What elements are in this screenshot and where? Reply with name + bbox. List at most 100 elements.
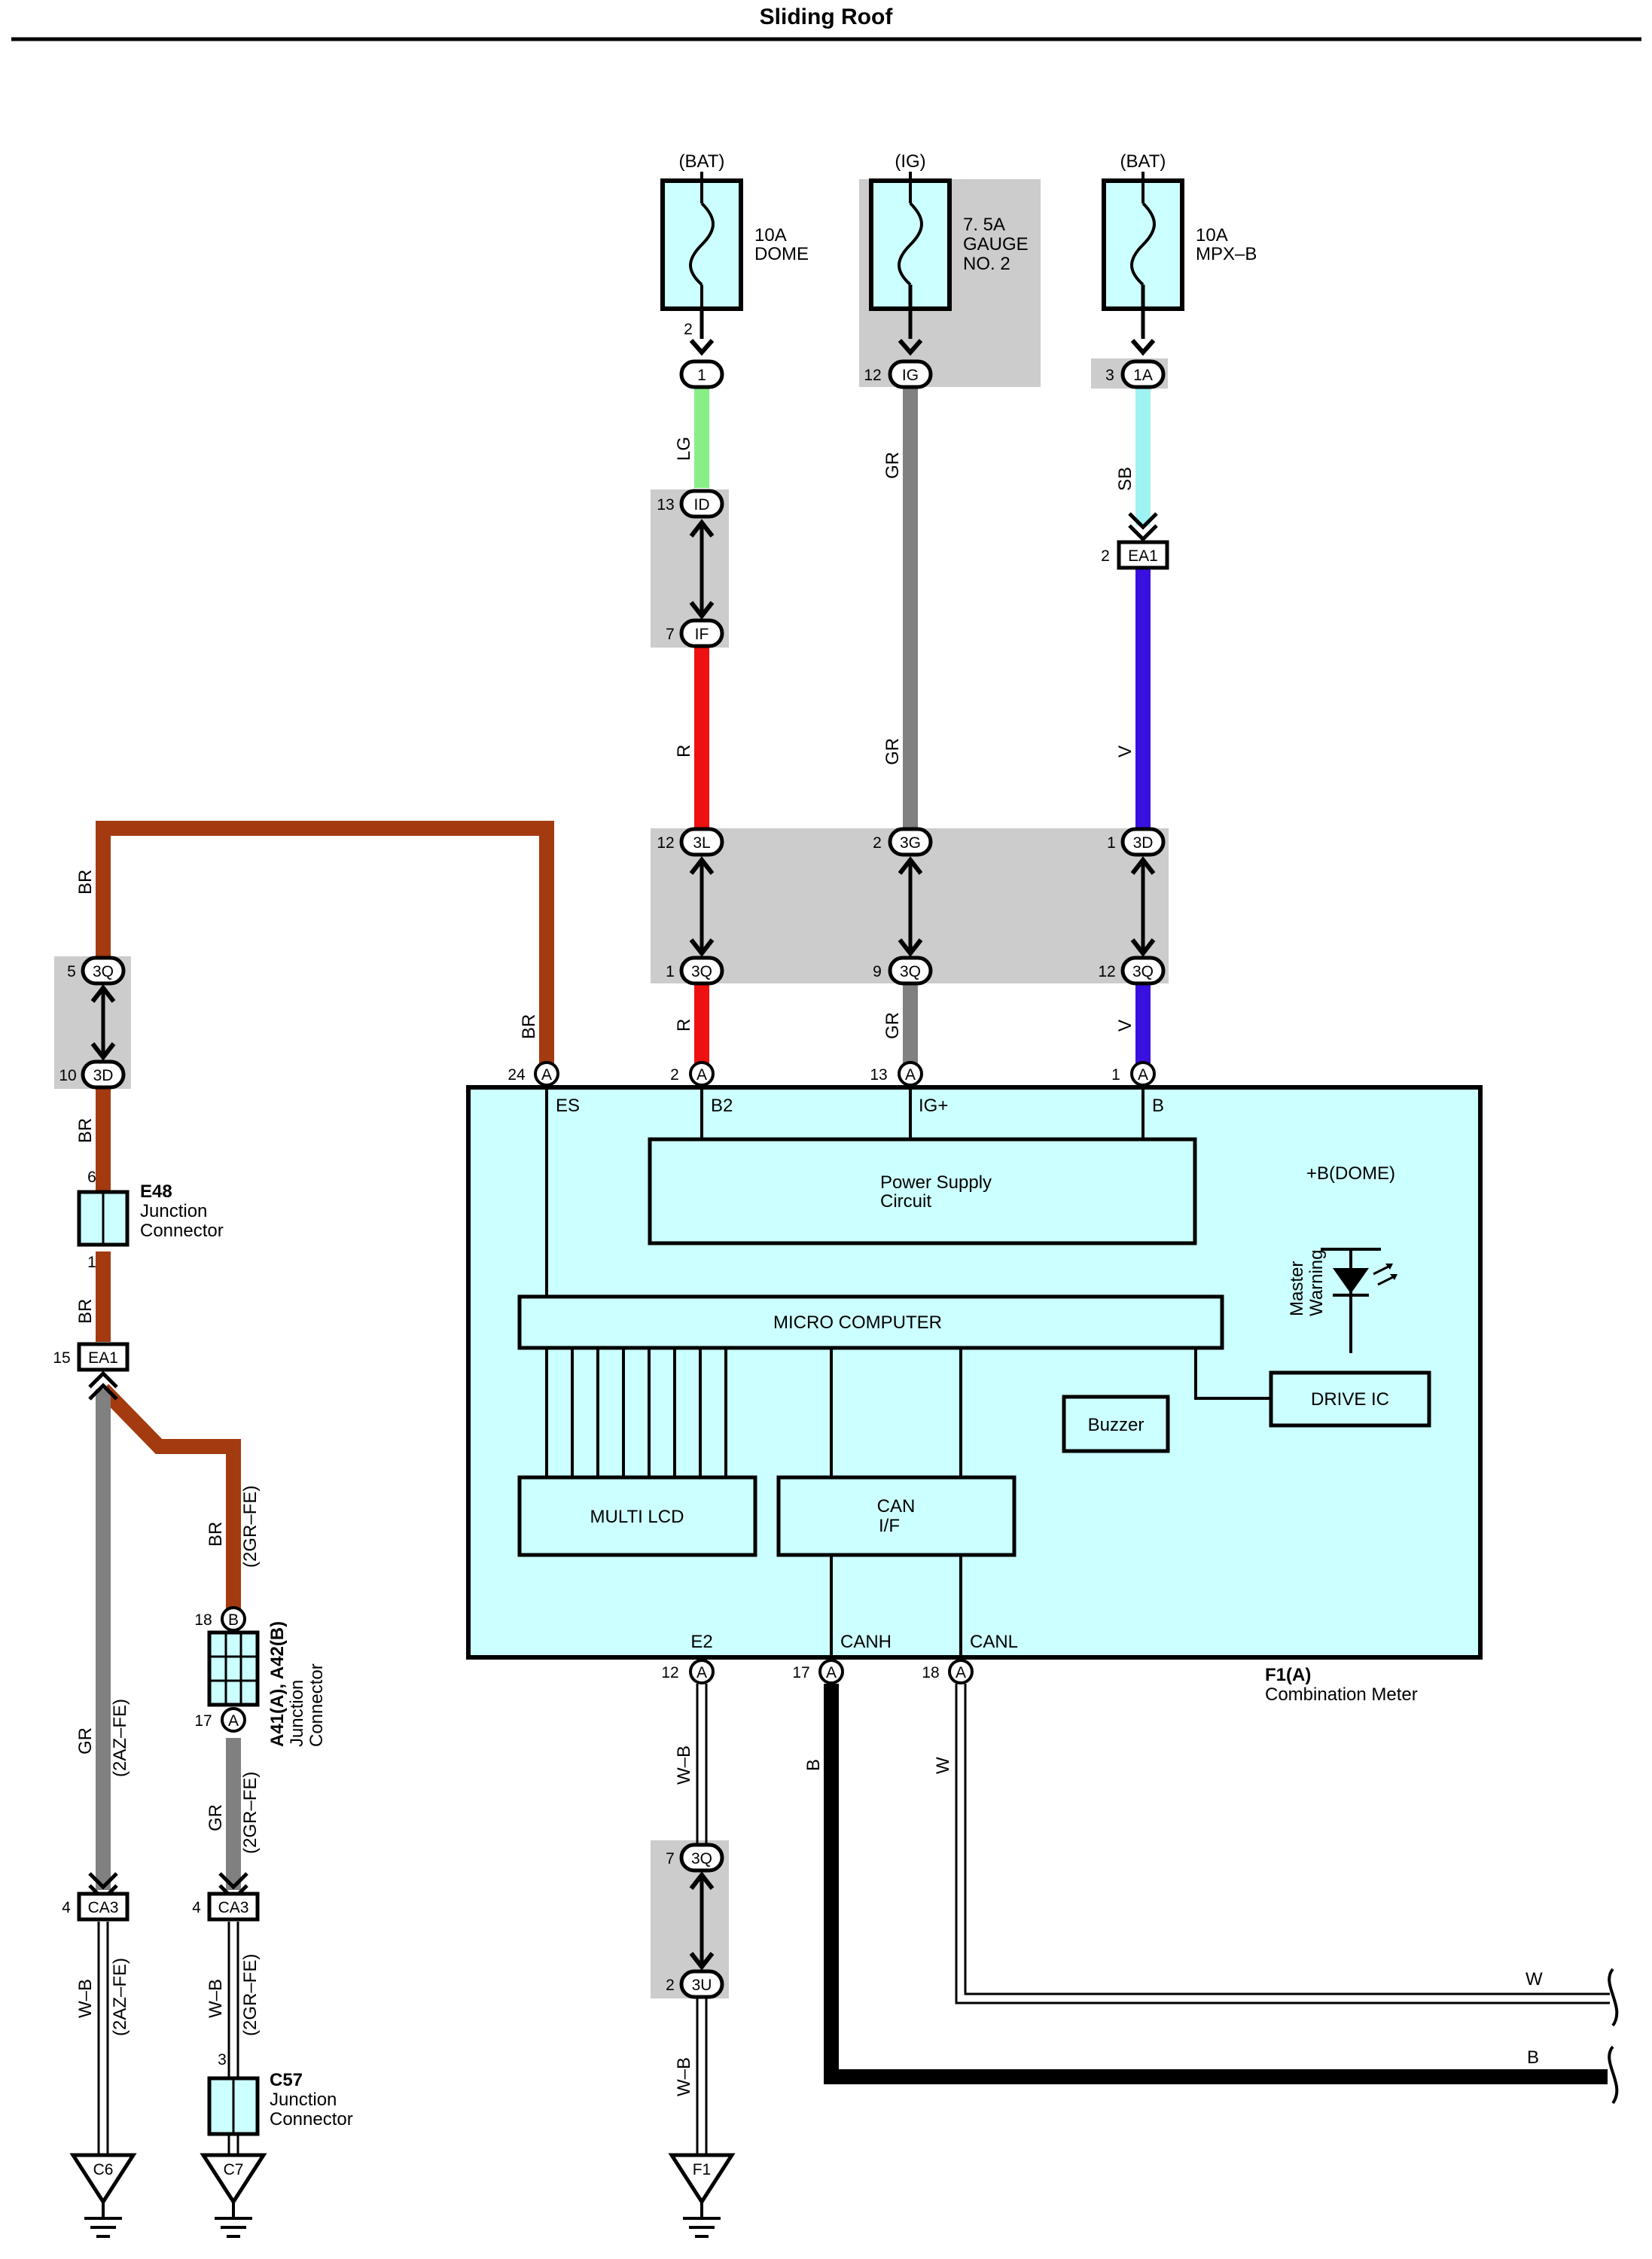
svg-text:CA3: CA3 [88,1899,119,1916]
svg-text:GR: GR [206,1804,226,1831]
svg-text:A: A [696,1664,707,1681]
svg-text:9: 9 [873,963,882,980]
fuse-dome-rating: 10A [754,225,787,245]
svg-text:Circuit: Circuit [880,1191,931,1212]
svg-text:2: 2 [873,834,882,852]
conn-3q-gr: 3Q 9 [873,956,933,986]
svg-text:6: 6 [87,1169,96,1186]
svg-text:B: B [228,1611,239,1629]
svg-text:(2AZ–FE): (2AZ–FE) [110,1699,130,1777]
svg-text:12: 12 [661,1664,678,1681]
svg-text:1: 1 [1107,834,1116,852]
svg-text:3U: 3U [692,1977,712,1994]
svg-text:A: A [1138,1066,1148,1084]
svg-text:CAN: CAN [877,1496,916,1517]
conn-1: 1 2 [679,321,724,389]
svg-text:C7: C7 [224,2161,244,2178]
conn-ea1-right: EA1 2 [1101,512,1169,570]
svg-text:BR: BR [206,1522,226,1547]
svg-text:Junction: Junction [287,1680,307,1747]
ground-c6: C6 [69,2153,137,2238]
meter-terminals: A 24 A 2 A 13 A 1 A 12 A 17 [507,1061,1156,1684]
conn-ca3-right: CA3 4 [192,1872,260,1922]
svg-text:BR: BR [75,1299,96,1324]
svg-text:(2GR–FE): (2GR–FE) [240,1954,261,2036]
page-title: Sliding Roof [759,5,893,29]
c57-id: C57 [270,2070,303,2090]
svg-text:(2GR–FE): (2GR–FE) [240,1486,261,1568]
svg-text:A: A [541,1066,552,1084]
svg-text:4: 4 [192,1899,201,1916]
svg-text:GR: GR [75,1727,96,1754]
conn-3l: 3L 12 [657,827,724,857]
fuse-dome-source: (BAT) [679,151,725,172]
svg-text:Master: Master [1287,1261,1307,1316]
fuse-mpx-source: (BAT) [1120,151,1166,172]
svg-text:C6: C6 [93,2161,114,2178]
grounds: C6 C7 F1 [69,2153,736,2238]
fuse-mpx: (BAT) 10A MPX–B [1102,151,1257,356]
svg-text:3D: 3D [93,1067,114,1084]
svg-text:1: 1 [666,963,675,980]
fuse-dome-name: DOME [754,244,809,264]
svg-text:12: 12 [657,834,674,852]
conn-ig: IG 12 [864,359,933,389]
svg-text:2: 2 [684,321,693,338]
svg-text:17: 17 [792,1664,809,1681]
svg-text:V: V [1115,745,1135,758]
svg-text:3G: 3G [900,834,921,852]
svg-text:IG: IG [902,367,919,384]
svg-text:Junction: Junction [270,2090,337,2110]
svg-text:V: V [1115,1020,1135,1032]
svg-text:B: B [803,1759,824,1771]
svg-text:CANH: CANH [840,1632,892,1652]
svg-text:17: 17 [194,1712,212,1730]
fuse-gauge: (IG) 7. 5A GAUGE NO. 2 [869,151,1029,356]
svg-text:3Q: 3Q [691,1850,712,1867]
conn-3u: 3U 2 [666,1969,724,1999]
svg-text:CA3: CA3 [218,1899,249,1916]
meter-name: Combination Meter [1265,1684,1418,1705]
conn-3q-v: 3Q 12 [1098,956,1166,986]
svg-text:R: R [674,745,694,758]
e48-id: E48 [140,1181,172,1202]
junction-c57: 3 C57 Junction Connector [207,2051,353,2136]
wire-labels: LG GR SB R GR V R GR V BR BR BR BR BR (2… [75,437,1543,2096]
svg-text:18: 18 [922,1664,939,1681]
wires [96,387,1619,2165]
svg-text:Buzzer: Buzzer [1088,1415,1145,1435]
svg-text:R: R [674,1019,694,1032]
ground-f1: F1 [668,2153,736,2238]
svg-text:A: A [228,1712,239,1730]
svg-text:Warning: Warning [1306,1250,1327,1316]
svg-text:Connector: Connector [140,1221,224,1241]
svg-text:3: 3 [218,2051,227,2068]
conn-3d-left: 3D 10 [59,1059,126,1090]
svg-text:BR: BR [75,1118,96,1143]
svg-text:B: B [1527,2047,1539,2068]
svg-text:24: 24 [507,1066,526,1084]
svg-text:Connector: Connector [306,1663,327,1747]
svg-text:7: 7 [666,1850,675,1867]
svg-text:BR: BR [75,870,96,895]
svg-text:1: 1 [87,1254,96,1271]
svg-text:B2: B2 [711,1096,733,1116]
fuse-gauge-rating: 7. 5A [963,215,1005,235]
svg-text:SB: SB [1115,467,1135,491]
svg-text:ES: ES [556,1096,580,1116]
svg-text:IG+: IG+ [919,1096,948,1116]
svg-text:EA1: EA1 [88,1349,118,1367]
svg-text:3: 3 [1105,367,1114,384]
fuse-gauge-name: GAUGE [963,234,1029,255]
svg-text:EA1: EA1 [1128,547,1158,565]
fuse-mpx-rating: 10A [1196,225,1228,245]
master-warning-led [1333,1264,1397,1297]
svg-text:BR: BR [519,1014,539,1039]
svg-text:3D: 3D [1133,834,1154,852]
svg-text:3Q: 3Q [691,963,712,980]
svg-text:18: 18 [194,1611,212,1629]
fuse-dome: (BAT) 10A DOME [660,151,809,356]
svg-text:3Q: 3Q [1132,963,1154,980]
svg-text:IF: IF [695,626,709,643]
